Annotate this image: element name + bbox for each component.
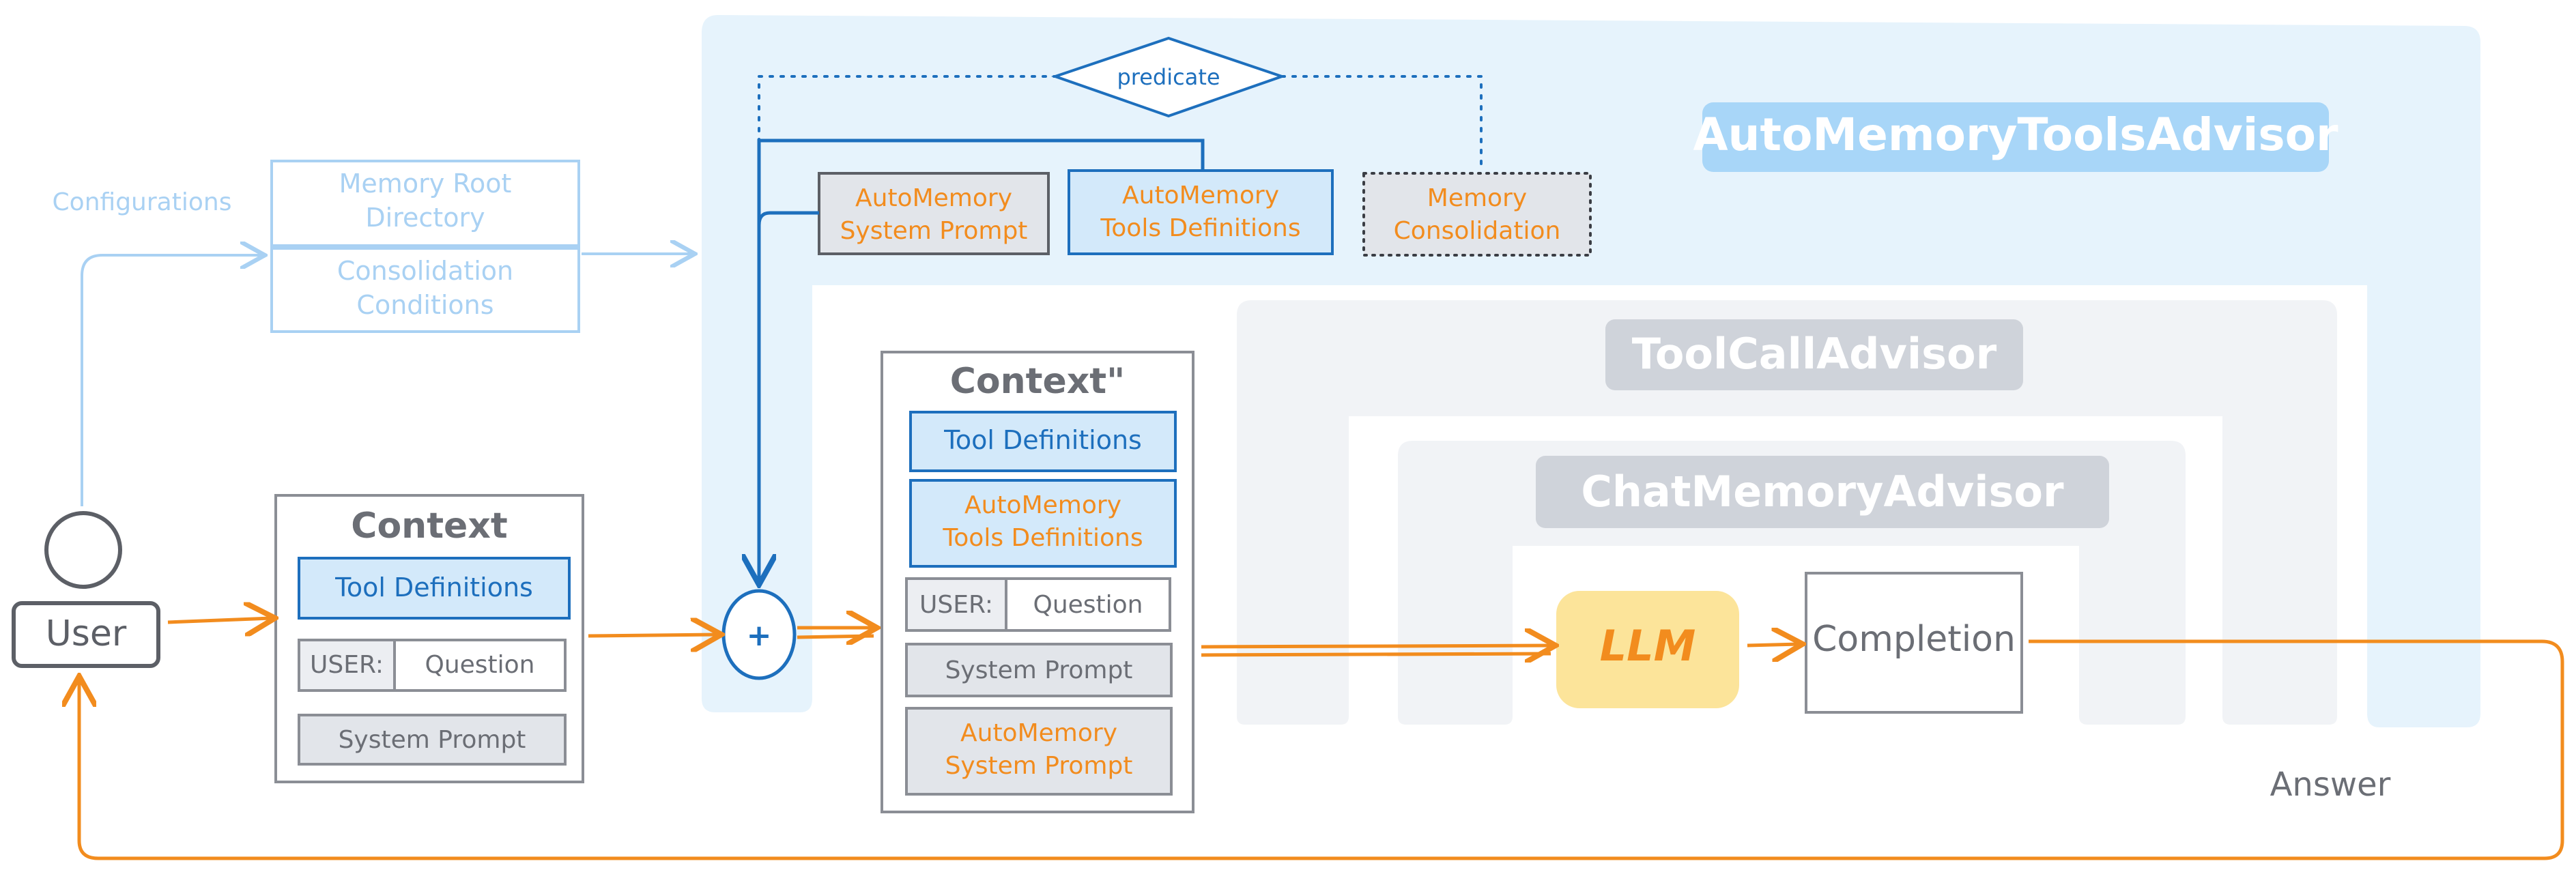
context2-system-prompt-label: System Prompt: [945, 656, 1133, 684]
outer-title-chip: AutoMemoryToolsAdvisor: [1693, 102, 2338, 172]
context2-system-prompt: [905, 643, 1173, 697]
predicate-label: predicate: [1117, 64, 1220, 90]
chat-memory-advisor-title-chip: ChatMemoryAdvisor: [1536, 456, 2109, 528]
context2-automemory-prompt-line1: AutoMemory: [960, 719, 1117, 747]
memory-consolidation-line2: Consolidation: [1394, 217, 1561, 245]
merge-node: +: [721, 589, 797, 680]
context2-to-llm-arrow-b: [1201, 652, 1551, 657]
consolidation-conditions-line2: Conditions: [356, 290, 493, 320]
context2-user-role: [905, 577, 1007, 632]
merge-to-context2-arrow-b: [797, 634, 874, 639]
context2-question: [1005, 577, 1171, 632]
automemory-tools-definitions-line2: Tools Definitions: [1100, 214, 1300, 242]
automemory-system-prompt-line1: AutoMemory: [855, 184, 1012, 212]
tool-call-advisor-title: ToolCallAdvisor: [1632, 329, 1997, 379]
user-head-icon: [44, 511, 122, 589]
automemory-system-prompt-box: AutoMemory System Prompt: [818, 172, 1050, 255]
automemory-system-prompt-line2: System Prompt: [840, 217, 1028, 245]
context2-title: Context": [950, 361, 1126, 402]
llm-label: LLM: [1600, 621, 1696, 671]
predicate-branch: predicate: [758, 36, 1483, 172]
context2-tool-definitions-label: Tool Definitions: [943, 425, 1142, 455]
context2-automemory-tools: [909, 479, 1177, 568]
context2-tool-definitions: [909, 411, 1177, 472]
consolidation-conditions-box: Consolidation Conditions: [270, 247, 580, 333]
context-tool-definitions: [298, 557, 571, 620]
merge-plus-icon: +: [747, 618, 772, 653]
context-tool-definitions-label: Tool Definitions: [334, 572, 533, 602]
context2-automemory-tools-line1: AutoMemory: [964, 491, 1121, 519]
configurations-connector: [81, 255, 262, 506]
answer-return-arrow: [79, 639, 2564, 860]
completion-label: Completion: [1812, 619, 2016, 660]
automemory-tools-definitions-line1: AutoMemory: [1122, 181, 1279, 209]
system-prompt-connector: [757, 211, 819, 226]
chat-memory-advisor-title: ChatMemoryAdvisor: [1581, 467, 2064, 517]
user-to-context-arrow: [167, 618, 272, 622]
context2-question-label: Question: [1033, 591, 1143, 619]
memory-root-line2: Directory: [365, 203, 485, 233]
context2-to-llm-arrow-a: [1201, 645, 1552, 647]
context2-automemory-tools-line2: Tools Definitions: [942, 524, 1143, 552]
auto-memory-tools-advisor-title: AutoMemoryToolsAdvisor: [1693, 108, 2338, 161]
context-question: [393, 639, 567, 692]
context-title: Context: [351, 506, 507, 547]
context2-user-role-label: USER:: [919, 591, 993, 619]
context-system-prompt-label: System Prompt: [339, 726, 526, 754]
memory-root-directory-box: Memory Root Directory: [270, 160, 580, 247]
memory-consolidation-box: Memory Consolidation: [1362, 172, 1592, 257]
tools-definitions-connector: [759, 139, 1205, 581]
context-to-merge-arrow: [588, 635, 718, 636]
context-user-role-label: USER:: [310, 651, 384, 679]
predicate-diamond: [1050, 36, 1287, 118]
completion-box: Completion: [1805, 572, 2023, 714]
tool-call-advisor-title-chip: ToolCallAdvisor: [1605, 319, 2023, 390]
llm-to-completion-arrow: [1747, 644, 1799, 645]
consolidation-conditions-line1: Consolidation: [337, 256, 513, 286]
context-question-label: Question: [425, 651, 534, 679]
answer-label: Answer: [2270, 766, 2391, 804]
automemory-tools-definitions-box: AutoMemory Tools Definitions: [1068, 169, 1334, 255]
tool-call-advisor-panel: [1237, 300, 2337, 725]
context-system-prompt: [298, 714, 567, 766]
user-actor: User: [12, 511, 160, 668]
user-label: User: [46, 613, 127, 654]
configurations-label: Configurations: [53, 188, 232, 216]
context2-automemory-prompt-line2: System Prompt: [945, 752, 1133, 780]
llm-node: LLM: [1556, 591, 1739, 708]
memory-consolidation-line1: Memory: [1427, 184, 1527, 212]
context-box: Context Tool Definitions USER: Question …: [274, 494, 584, 783]
context2-automemory-prompt: [905, 707, 1173, 796]
context-double-prime-box: Context" Tool Definitions AutoMemory Too…: [881, 351, 1194, 813]
context-user-role: [298, 639, 396, 692]
memory-root-line1: Memory Root: [339, 169, 512, 199]
